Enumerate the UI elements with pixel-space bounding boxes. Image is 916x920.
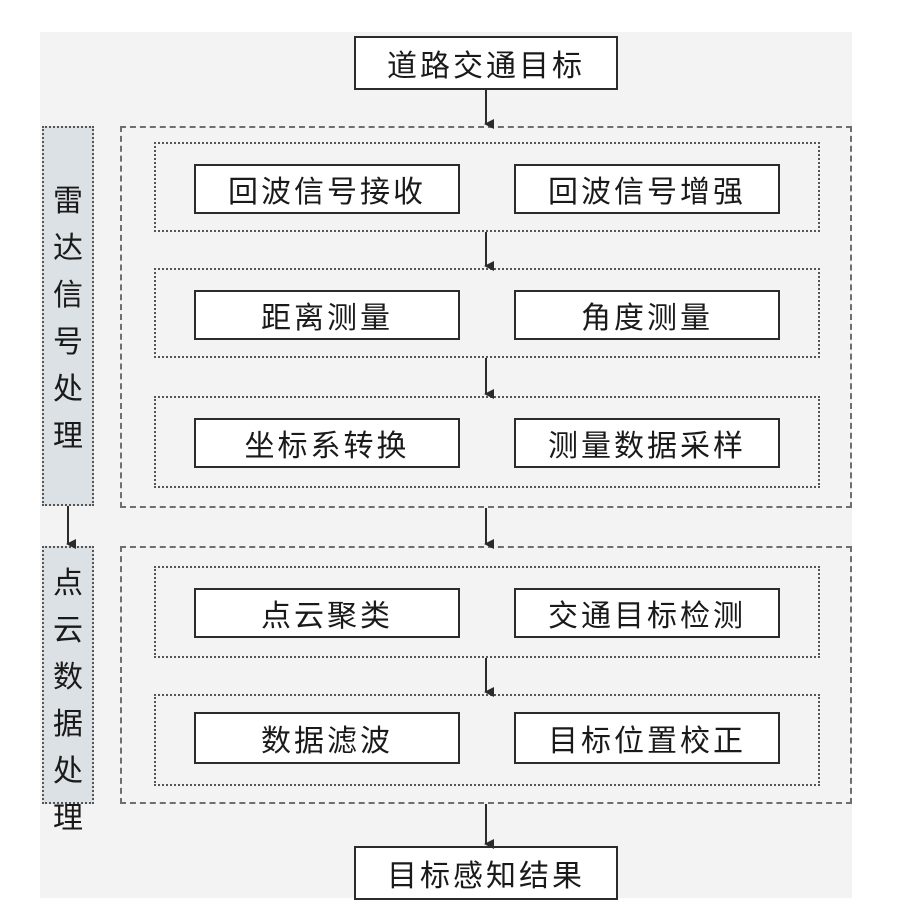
radar-label-char: 理: [53, 419, 83, 454]
node-road-traffic-target: 道路交通目标: [354, 36, 618, 90]
radar-signal-processing-text: 雷达信号处理: [44, 178, 92, 460]
radar-label-char: 处: [53, 372, 83, 407]
point-cloud-processing-text: 点云数据处理: [44, 560, 92, 842]
node-angle-measurement: 角度测量: [514, 290, 780, 340]
point-cloud-processing-label: 点云数据处理: [42, 546, 94, 836]
point-cloud-label-char: 理: [53, 801, 83, 836]
radar-label-char: 雷: [53, 184, 83, 219]
point-cloud-label-char: 点: [53, 566, 83, 601]
node-coordinate-conversion: 坐标系转换: [194, 418, 460, 468]
point-cloud-label-char: 处: [53, 754, 83, 789]
node-point-cloud-clustering: 点云聚类: [194, 588, 460, 638]
radar-label-char: 信: [53, 278, 83, 313]
radar-group-1: [154, 142, 820, 232]
node-distance-measurement: 距离测量: [194, 290, 460, 340]
node-traffic-target-detection: 交通目标检测: [514, 588, 780, 638]
point-cloud-label-char: 云: [53, 613, 83, 648]
radar-signal-processing-label: 雷达信号处理: [42, 126, 94, 506]
node-echo-signal-receive: 回波信号接收: [194, 164, 460, 214]
node-data-filtering: 数据滤波: [194, 712, 460, 764]
radar-label-char: 达: [53, 231, 83, 266]
node-target-position-correction: 目标位置校正: [514, 712, 780, 764]
point-cloud-label-char: 数: [53, 660, 83, 695]
point-cloud-label-char: 据: [53, 707, 83, 742]
radar-label-char: 号: [53, 325, 83, 360]
node-measurement-data-sampling: 测量数据采样: [514, 418, 780, 468]
node-echo-signal-enhance: 回波信号增强: [514, 164, 780, 214]
point-cloud-group-1: [154, 566, 820, 658]
